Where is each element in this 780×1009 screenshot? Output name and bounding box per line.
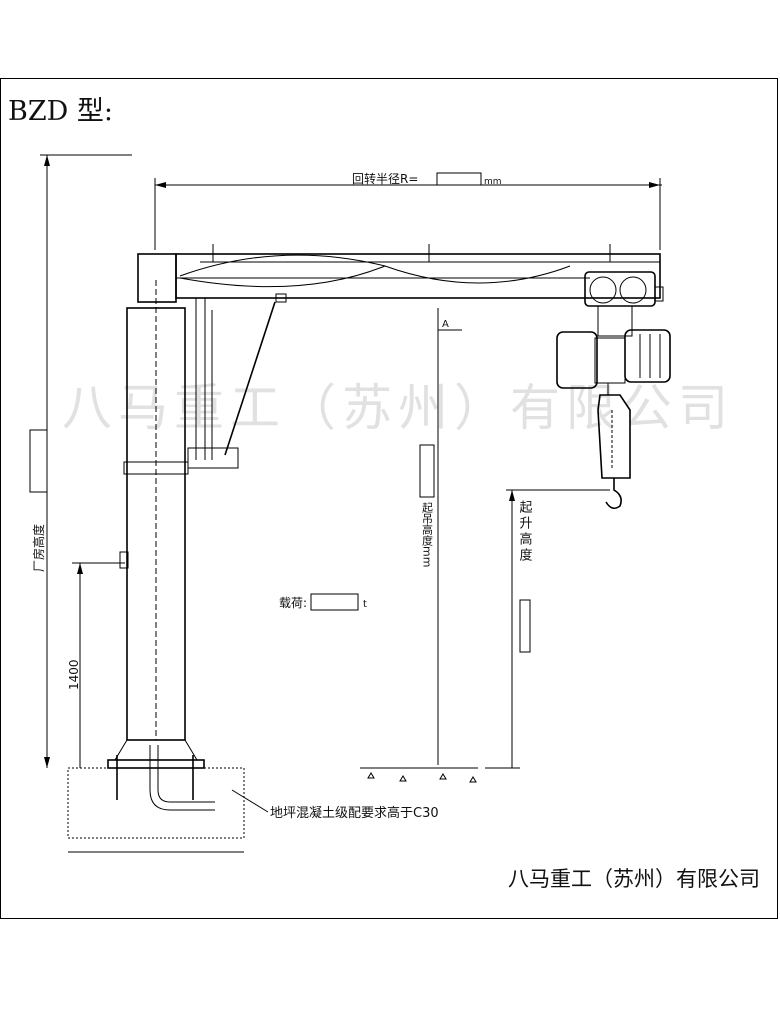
ground-hatch [367,772,477,783]
lifting-height-dimension: 起升高度 [506,489,610,768]
slewing-radius-label: 回转半径R= [352,171,418,186]
company-name: 八马重工（苏州）有限公司 [508,867,760,891]
section-mark: A [442,319,449,330]
boom-height-dimension: A 起吊高度mm [360,308,520,783]
column-height-value: 1400 [67,659,81,690]
drawing-frame [0,78,778,919]
slewing-radius-unit: mm [484,177,502,187]
lifting-height-input-box[interactable] [519,599,531,653]
load-input-box[interactable] [310,593,359,611]
boom-height-input-box[interactable] [419,444,435,498]
lifting-height-label: 起升高度 [517,500,533,564]
plant-height-input-box[interactable] [29,429,48,493]
slewing-radius-input-box[interactable] [436,172,482,186]
plant-height-label: 厂房高度 [31,524,46,572]
load-label: 载荷: [279,596,307,610]
jib-arm [137,244,661,469]
column-height-dimension: 1400 [67,562,125,768]
plant-height-dimension: 厂房高度 [29,154,132,768]
electric-hoist [556,271,671,510]
foundation: 地坪混凝土级配要求高于C30 [67,745,439,853]
foundation-note: 地坪混凝土级配要求高于C30 [270,805,439,821]
boom-height-label: 起吊高度mm [421,502,434,568]
load-unit: t [363,599,367,610]
watermark: 八马重工（苏州）有限公司 [62,379,734,437]
drawing-title: BZD 型: [8,96,113,127]
slewing-radius-dimension: 回转半径R= mm [154,171,662,250]
column [107,280,205,769]
load-field: 载荷: t [279,593,367,611]
